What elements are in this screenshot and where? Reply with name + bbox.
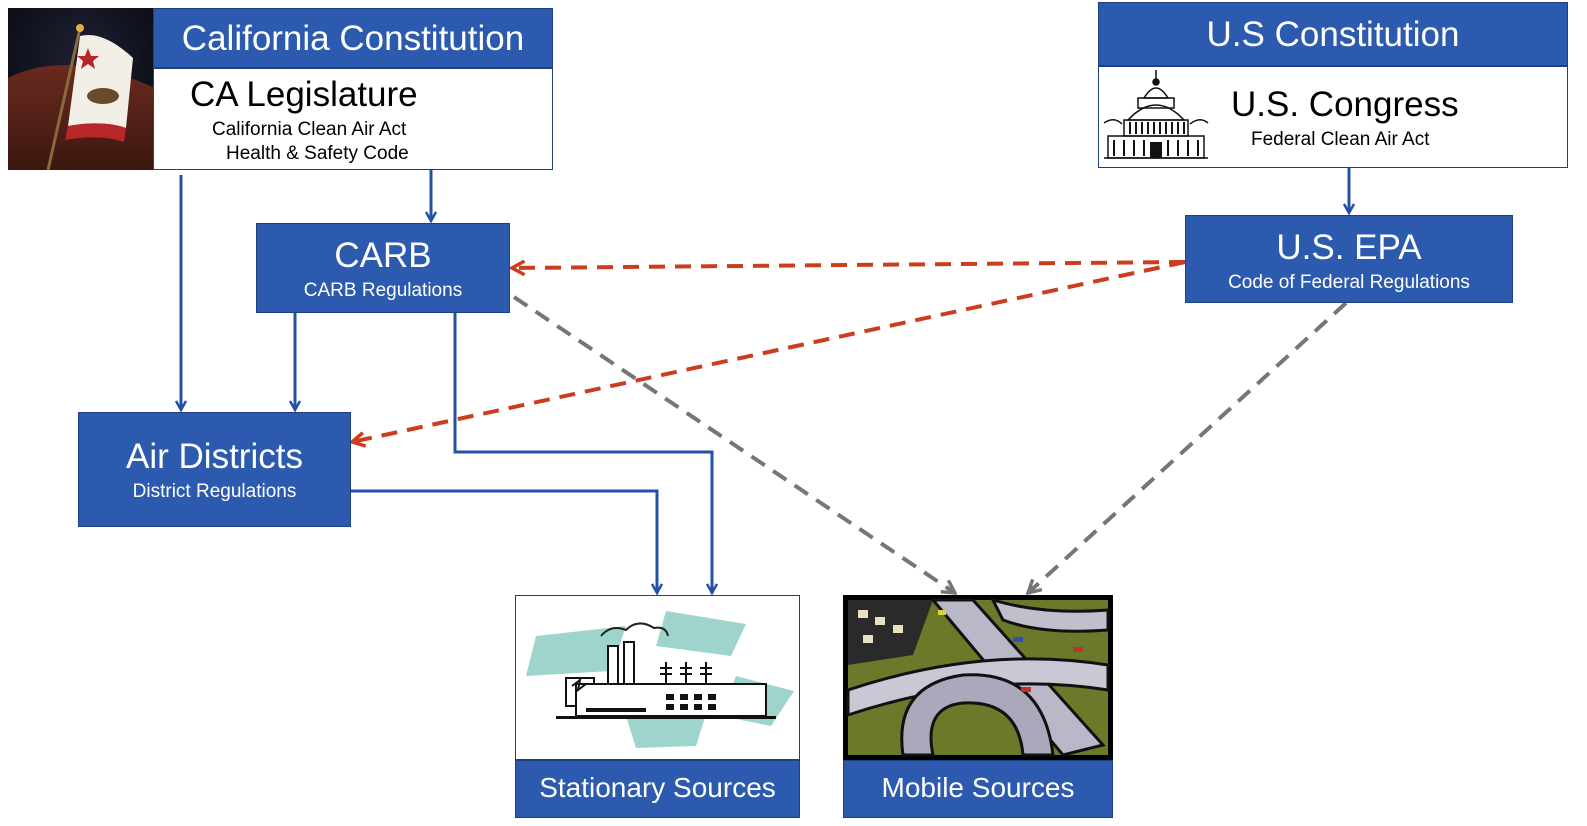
mobile-sources-label: Mobile Sources (881, 772, 1075, 803)
highway-interchange-icon (843, 595, 1113, 760)
carb-title: CARB (334, 236, 432, 275)
carb-regulations-label: CARB Regulations (303, 280, 463, 302)
district-regulations-label: District Regulations (132, 481, 297, 503)
arrow-epa-to-districts (352, 260, 1186, 442)
california-constitution-label: California Constitution (181, 19, 525, 58)
ca-legislature-label: CA Legislature (190, 75, 418, 114)
stationary-sources-label-box: Stationary Sources (515, 760, 800, 818)
us-epa-box: U.S. EPA Code of Federal Regulations (1185, 215, 1513, 303)
carb-box: CARB CARB Regulations (256, 223, 510, 313)
air-districts-box: Air Districts District Regulations (78, 412, 351, 527)
arrow-carb-to-stationary (453, 313, 712, 593)
us-epa-title: U.S. EPA (1276, 228, 1422, 267)
capitol-dome-icon (1100, 68, 1212, 166)
us-constitution-header: U.S Constitution (1098, 2, 1568, 66)
code-of-federal-regulations-label: Code of Federal Regulations (1228, 272, 1470, 294)
california-clean-air-act-label: California Clean Air Act (212, 119, 407, 141)
california-constitution-header: California Constitution (153, 8, 553, 68)
us-congress-box: U.S. Congress Federal Clean Air Act (1098, 66, 1568, 168)
air-districts-title: Air Districts (126, 437, 303, 476)
health-safety-code-label: Health & Safety Code (226, 143, 409, 165)
arrow-carb-to-mobile (512, 295, 955, 593)
mobile-sources-label-box: Mobile Sources (843, 760, 1113, 818)
us-constitution-label: U.S Constitution (1206, 15, 1460, 54)
arrow-epa-to-carb (512, 262, 1186, 268)
ca-legislature-box: CA Legislature California Clean Air Act … (153, 68, 553, 170)
us-congress-label: U.S. Congress (1231, 85, 1459, 124)
california-flag-icon (8, 8, 155, 171)
stationary-sources-label: Stationary Sources (539, 772, 776, 803)
federal-clean-air-act-label: Federal Clean Air Act (1251, 129, 1430, 151)
factory-icon (515, 595, 800, 760)
arrow-districts-to-stationary (351, 489, 657, 593)
arrow-epa-to-mobile (1028, 301, 1348, 593)
